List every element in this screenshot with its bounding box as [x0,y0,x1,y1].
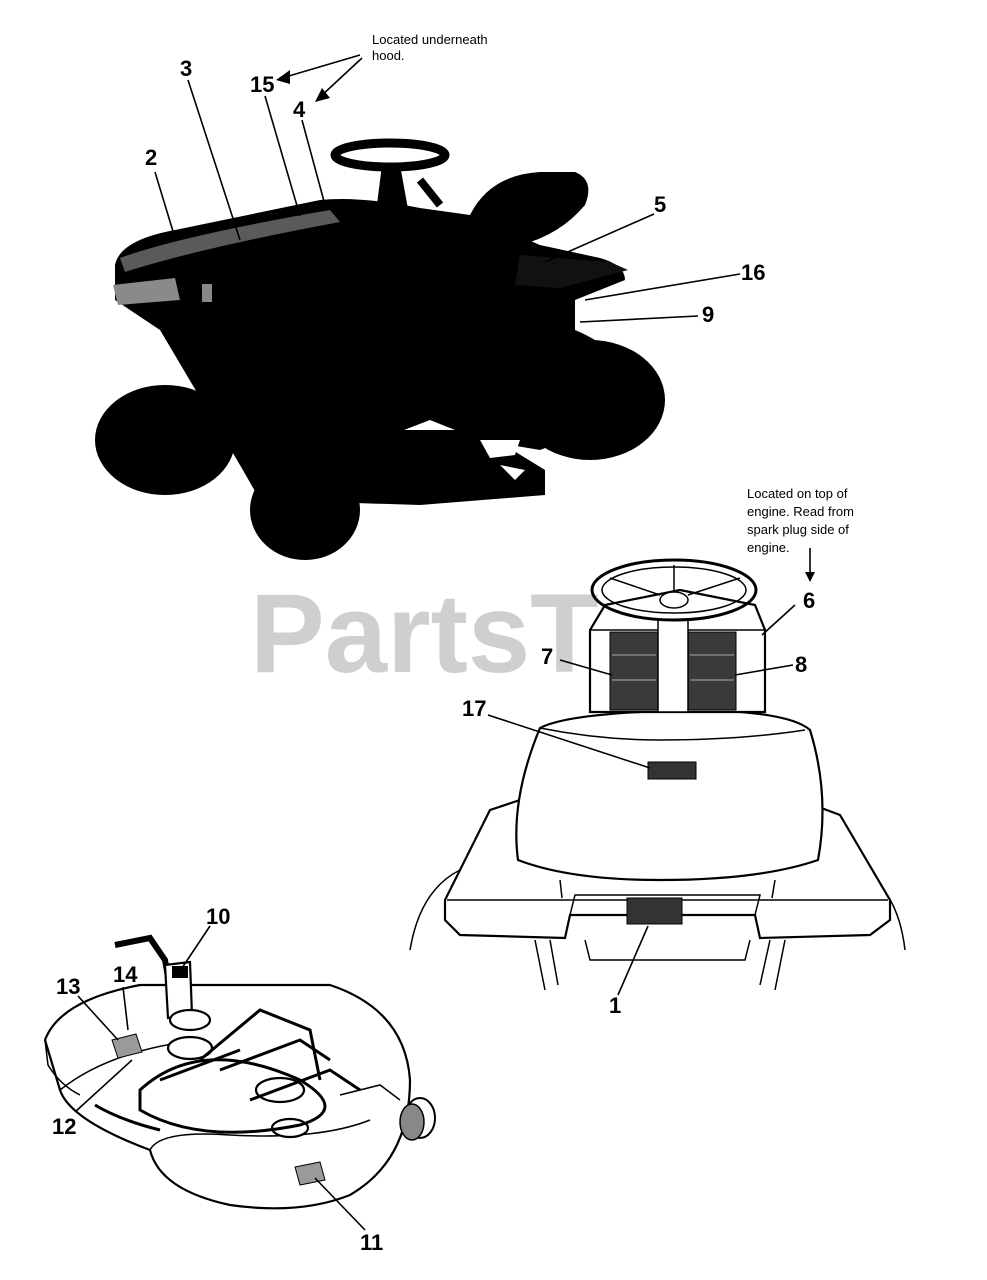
callout-10: 10 [206,904,230,929]
note-engine-line3: spark plug side of [747,522,849,537]
callout-12: 12 [52,1114,76,1139]
callout-17: 17 [462,696,486,721]
leader-lines-top [154,54,741,323]
callout-11: 11 [360,1230,383,1255]
note-engine-line4: engine. [747,540,790,555]
callout-5: 5 [654,192,666,217]
note-hood-line2: hood. [372,48,405,63]
watermark: PartsTr [250,571,636,696]
callout-1: 1 [609,993,621,1018]
tractor-rear-view [409,558,906,991]
callout-9: 9 [702,302,714,327]
callout-4: 4 [293,97,306,122]
callout-14: 14 [113,962,138,987]
callout-7: 7 [541,644,553,669]
note-engine-line1: Located on top of [747,486,848,501]
callout-2: 2 [145,145,157,170]
note-engine-line2: engine. Read from [747,504,854,519]
callout-8: 8 [795,652,807,677]
callout-6: 6 [803,588,815,613]
leader-lines-rear [487,548,815,996]
tractor-side-view [95,138,665,560]
callout-15: 15 [250,72,274,97]
callout-16: 16 [741,260,765,285]
mower-deck [43,934,436,1210]
leader-lines-deck [74,925,366,1231]
callout-3: 3 [180,56,192,81]
callout-13: 13 [56,974,80,999]
note-hood-line1: Located underneath [372,32,488,47]
